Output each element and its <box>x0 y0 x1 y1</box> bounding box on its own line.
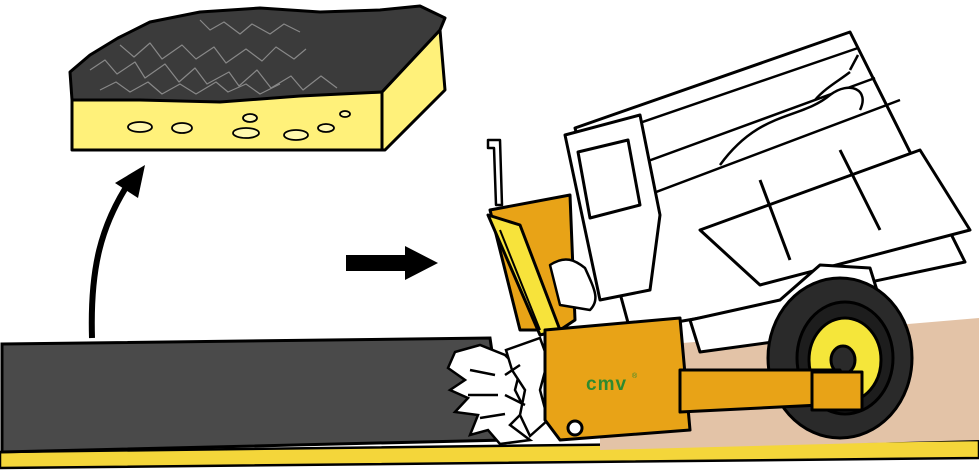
bed-load <box>718 86 864 166</box>
brand-logo-text: cmv <box>586 374 627 395</box>
housing-bolt <box>566 419 584 437</box>
dump-truck <box>563 30 972 354</box>
exhaust-pipe <box>486 138 504 207</box>
sample-top <box>68 4 447 104</box>
asphalt-layer <box>0 336 507 454</box>
milling-machine <box>486 138 864 442</box>
machine-housing <box>543 316 692 442</box>
sample-texture <box>89 19 338 95</box>
axle-block <box>810 370 864 412</box>
truck-wheel <box>766 276 914 440</box>
brand-trademark: ® <box>632 372 638 380</box>
sample-aggregate <box>127 110 351 141</box>
curved-up-arrow-icon <box>88 165 145 339</box>
asphalt-core-sample <box>68 4 447 152</box>
right-arrow-icon <box>346 246 438 280</box>
milling-debris <box>446 336 550 446</box>
